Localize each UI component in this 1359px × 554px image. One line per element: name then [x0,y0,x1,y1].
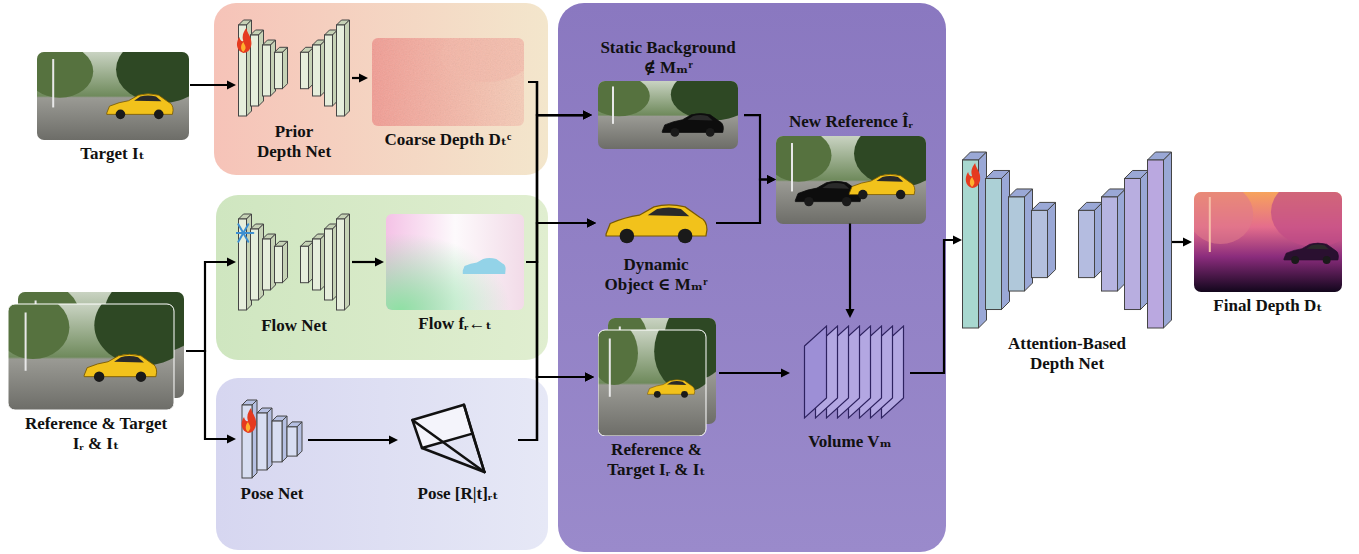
node-caption: Pose Net [241,484,304,504]
node-caption: Pose [R|t]ᵣₜ [418,484,499,504]
node-caption: Reference & Target Iᵣ & Iₜ [596,440,718,479]
image-node: Static Background ∉ Mₘʳ [592,38,744,149]
node-caption: Volume Vₘ [808,432,892,452]
image-pair [598,318,716,436]
node-caption: Flow fᵣ←ₜ [418,314,491,334]
network-icon [236,398,308,480]
network-block: Pose Net [236,398,308,504]
node-caption: Prior Depth Net [252,122,336,161]
node-caption: Flow Net [261,316,327,336]
input-image: Target Iₜ [35,52,190,164]
output-map: Flow fᵣ←ₜ [384,214,526,334]
module-panel: Static Background ∉ MₘʳDynamic Object ∈ … [558,3,946,552]
car-object [601,195,711,251]
network-icon [236,212,352,312]
arrow-head [953,236,962,245]
network-block: Prior Depth Net [236,18,352,161]
arrow-head [1183,238,1192,247]
node-caption: New Reference Îᵣ [789,112,913,132]
output-map: Coarse Depth Dₜᶜ [368,38,528,150]
network-block: Flow Net [236,212,352,336]
node-caption: Dynamic Object ∈ Mₘʳ [600,255,712,294]
network-block: Attention-Based Depth Net [962,150,1172,373]
pose-output: Pose [R|t]ᵣₜ [398,400,518,504]
node-caption: Attention-Based Depth Net [992,334,1142,373]
scene-picture [37,52,189,140]
module-panel: Flow Net Flow fᵣ←ₜ [216,195,548,360]
camera-frustum [398,400,518,480]
masked-scene [598,81,738,149]
node-caption: Reference & Target Iᵣ & Iₜ [21,414,171,453]
cost-volume: Volume Vₘ [790,318,910,452]
node-caption: Static Background ∉ Mₘʳ [593,38,743,77]
depth-map [372,38,524,126]
module-panel: Pose Net Pose [R|t]ᵣₜ [216,378,548,550]
module-panel: Prior Depth Net Coarse Depth Dₜᶜ [214,3,548,175]
image-node: Reference & Target Iᵣ & Iₜ [594,318,719,479]
output-map: Final Depth Dₜ [1192,192,1344,316]
volume-slabs [790,318,910,428]
depth-map [1194,192,1342,292]
flow-map [386,214,524,310]
image-pair [8,292,184,410]
arrow-line [1172,241,1183,243]
image-node: New Reference Îᵣ [776,112,926,224]
input-image: Reference & Target Iᵣ & Iₜ [6,292,186,453]
network-icon [236,18,352,118]
flow-arrow [1172,238,1192,247]
image-node: Dynamic Object ∈ Mₘʳ [596,195,716,294]
network-icon [962,150,1172,330]
composite-scene [776,136,926,224]
node-caption: Coarse Depth Dₜᶜ [385,130,512,150]
node-caption: Final Depth Dₜ [1213,296,1322,316]
node-caption: Target Iₜ [80,144,145,164]
